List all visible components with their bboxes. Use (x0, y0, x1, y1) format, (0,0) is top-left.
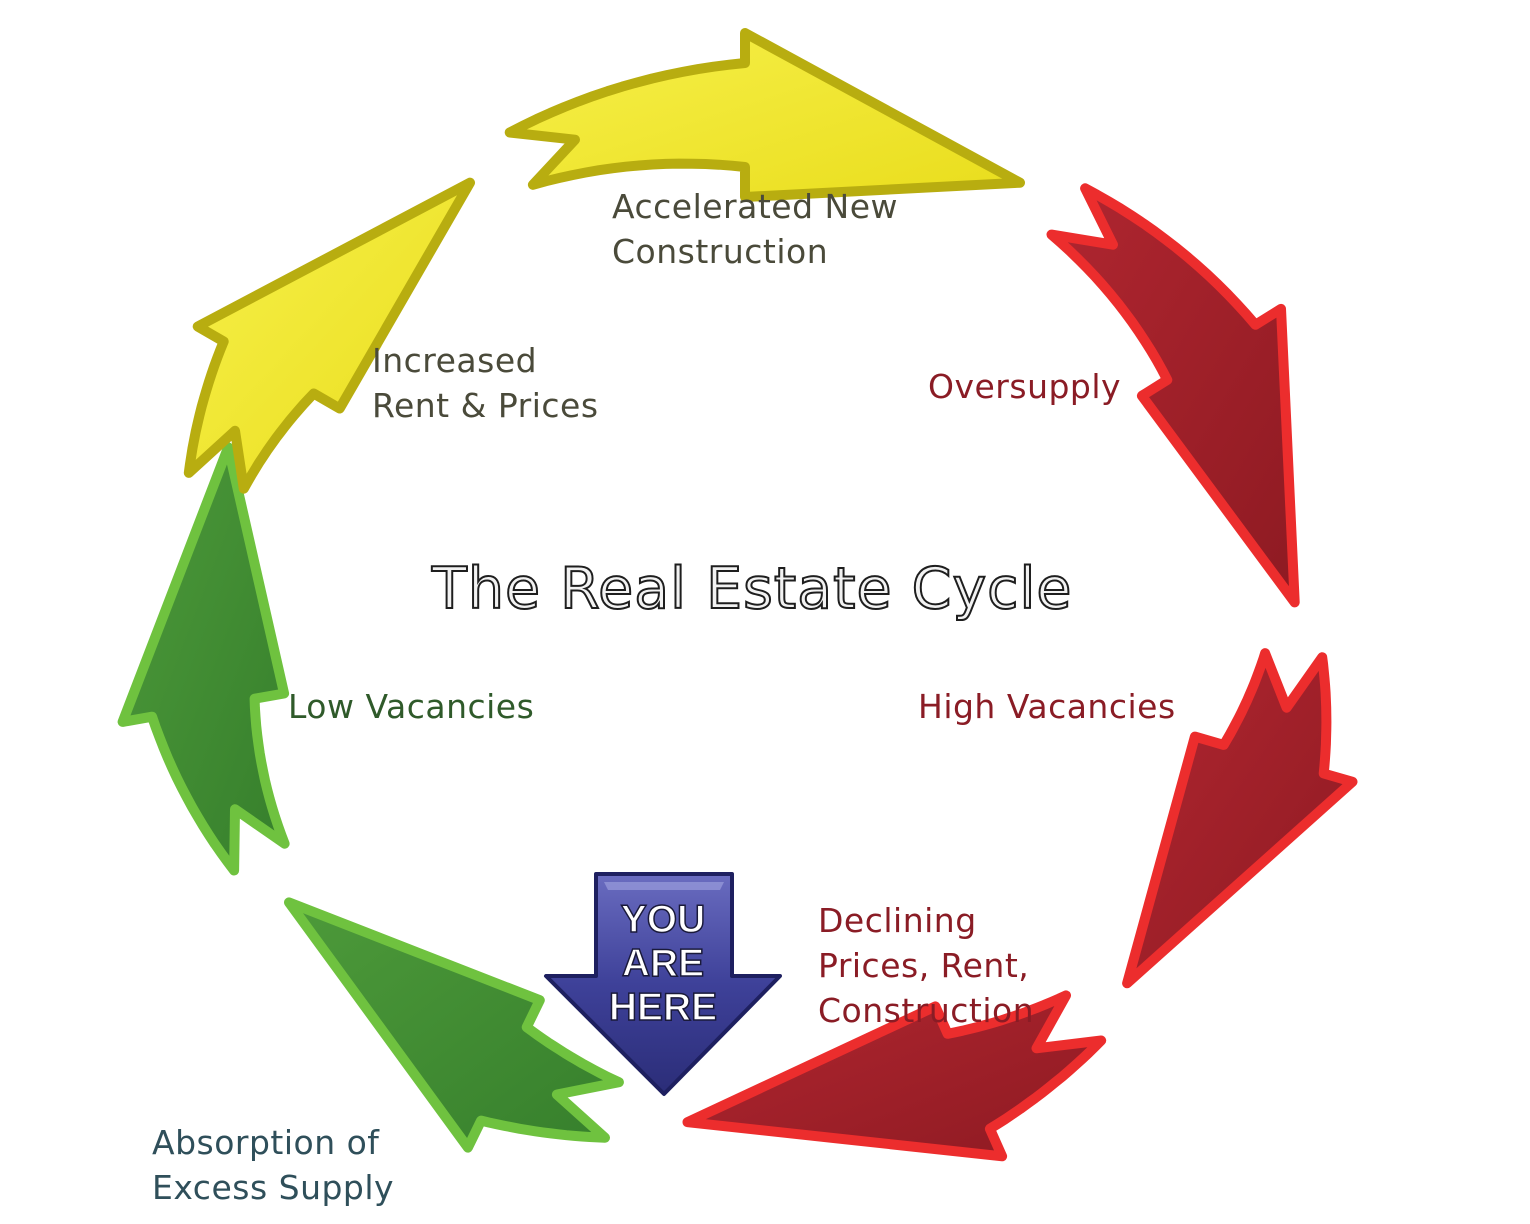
diagram-title: The Real Estate Cycle (431, 555, 1073, 623)
curved-arrow-icon (284, 897, 624, 1153)
you-are-here-label: YOU ARE HERE (608, 897, 718, 1030)
curved-arrow-icon (1122, 648, 1358, 989)
curved-arrow-icon (504, 28, 1025, 202)
stage-label-increased-rent-prices: Increased Rent & Prices (372, 341, 599, 425)
curved-arrow-icon (1046, 183, 1300, 608)
curved-arrow-icon (183, 177, 475, 494)
curved-arrow-icon (682, 990, 1107, 1162)
down-arrow-icon (544, 872, 782, 1096)
cycle-arrows (117, 28, 1358, 1162)
marker-highlight (604, 882, 724, 890)
you-are-here-marker (544, 872, 782, 1096)
stage-label-absorption-of-excess-supply: Absorption of Excess Supply (152, 1123, 395, 1207)
curved-arrow-icon (117, 442, 290, 876)
stage-label-declining-prices: Declining Prices, Rent, Construction (818, 901, 1035, 1030)
stage-label-accelerated-new-construction: Accelerated New Construction (612, 187, 899, 271)
stage-label-low-vacancies: Low Vacancies (288, 687, 535, 726)
stage-label-oversupply: Oversupply (928, 367, 1122, 406)
stage-label-high-vacancies: High Vacancies (918, 687, 1176, 726)
